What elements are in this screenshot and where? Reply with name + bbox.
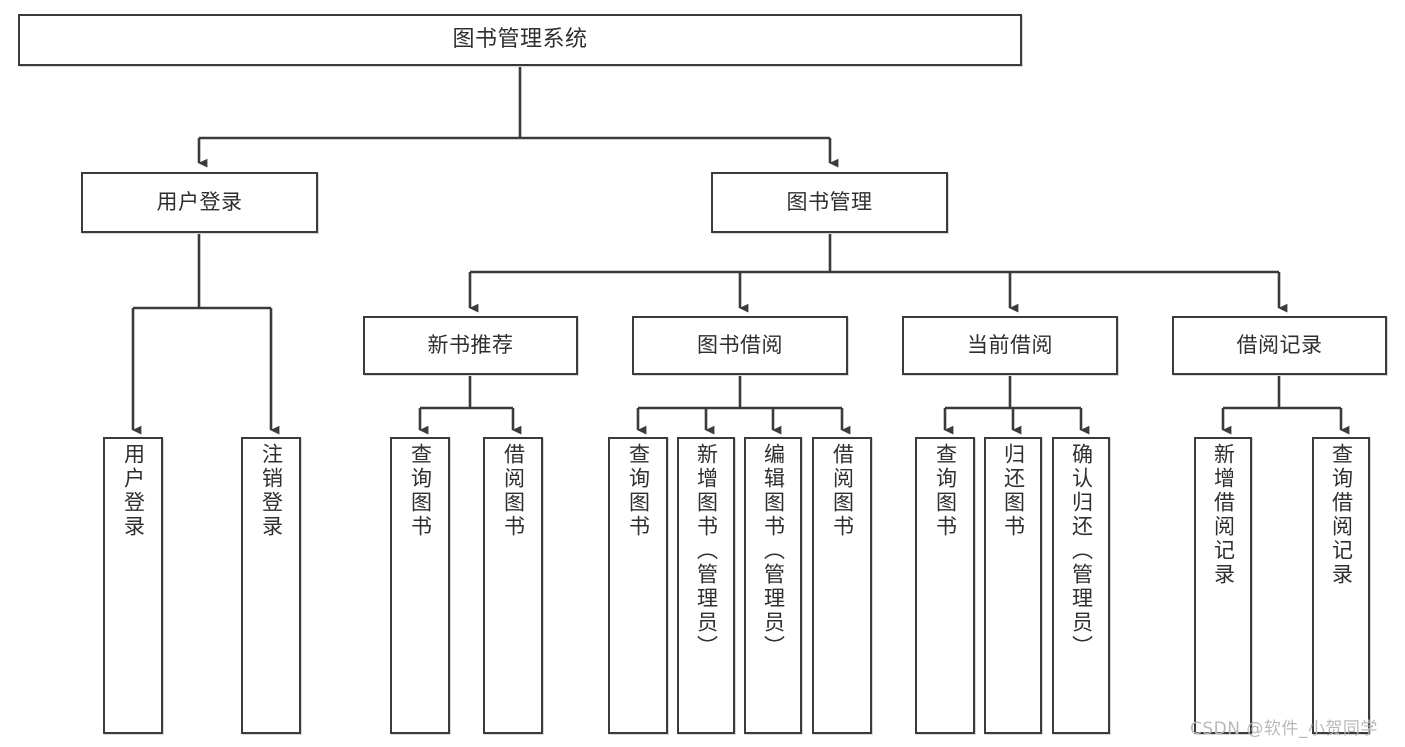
leaf-current-query-book[interactable]: 查询图书 bbox=[915, 437, 975, 734]
leaf-record-query-record[interactable]: 查询借阅记录 bbox=[1312, 437, 1370, 734]
node-label: 图书管理 bbox=[786, 190, 873, 215]
node-label: 新增图书（管理员） bbox=[694, 443, 719, 659]
node-label: 借阅图书 bbox=[830, 443, 855, 539]
leaf-borrow-query-book[interactable]: 查询图书 bbox=[608, 437, 668, 734]
leaf-current-return-book[interactable]: 归还图书 bbox=[984, 437, 1042, 734]
node-label: 新增借阅记录 bbox=[1211, 443, 1236, 587]
node-label: 借阅图书 bbox=[501, 443, 526, 539]
node-label: 用户登录 bbox=[156, 190, 243, 215]
node-label: 查询借阅记录 bbox=[1329, 443, 1354, 587]
node-label: 归还图书 bbox=[1001, 443, 1026, 539]
leaf-borrow-borrow-book[interactable]: 借阅图书 bbox=[812, 437, 872, 734]
node-user-login[interactable]: 用户登录 bbox=[81, 172, 318, 233]
watermark: CSDN @软件_小贺同学 bbox=[1190, 719, 1378, 739]
node-root-system[interactable]: 图书管理系统 bbox=[18, 14, 1022, 66]
leaf-recommend-query-book[interactable]: 查询图书 bbox=[390, 437, 450, 734]
node-book-borrow[interactable]: 图书借阅 bbox=[632, 316, 848, 375]
node-label: 查询图书 bbox=[626, 443, 651, 539]
node-new-book-recommend[interactable]: 新书推荐 bbox=[363, 316, 578, 375]
node-label: 确认归还（管理员） bbox=[1069, 443, 1094, 659]
node-label: 查询图书 bbox=[933, 443, 958, 539]
node-label: 注销登录 bbox=[259, 443, 284, 539]
node-label: 编辑图书（管理员） bbox=[761, 443, 786, 659]
leaf-user-login-signout[interactable]: 注销登录 bbox=[241, 437, 301, 734]
node-borrow-record[interactable]: 借阅记录 bbox=[1172, 316, 1387, 375]
leaf-borrow-edit-book-admin[interactable]: 编辑图书（管理员） bbox=[744, 437, 802, 734]
node-label: 借阅记录 bbox=[1236, 333, 1323, 358]
leaf-record-add-record[interactable]: 新增借阅记录 bbox=[1194, 437, 1252, 734]
node-label: 图书管理系统 bbox=[452, 27, 588, 53]
node-label: 当前借阅 bbox=[967, 333, 1053, 358]
node-label: 查询图书 bbox=[408, 443, 433, 539]
node-label: 新书推荐 bbox=[427, 333, 514, 358]
node-book-management[interactable]: 图书管理 bbox=[711, 172, 948, 233]
node-current-borrow[interactable]: 当前借阅 bbox=[902, 316, 1118, 375]
leaf-borrow-add-book-admin[interactable]: 新增图书（管理员） bbox=[677, 437, 735, 734]
node-label: 图书借阅 bbox=[697, 333, 783, 358]
node-label: 用户登录 bbox=[121, 443, 146, 539]
leaf-recommend-borrow-book[interactable]: 借阅图书 bbox=[483, 437, 543, 734]
leaf-current-confirm-return-admin[interactable]: 确认归还（管理员） bbox=[1052, 437, 1110, 734]
leaf-user-login-signin[interactable]: 用户登录 bbox=[103, 437, 163, 734]
